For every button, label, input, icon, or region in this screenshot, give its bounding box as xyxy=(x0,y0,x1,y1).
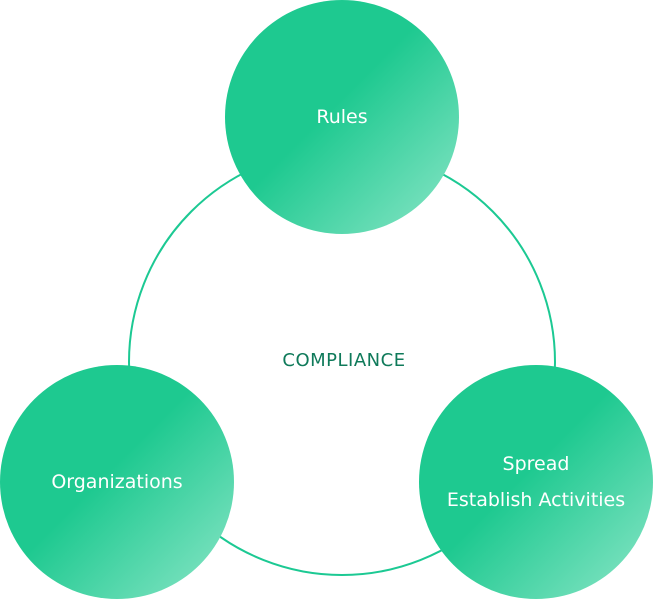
spread-node: Spread Establish Activities xyxy=(419,365,653,599)
rules-label: Rules xyxy=(316,106,368,128)
organizations-label: Organizations xyxy=(51,471,183,493)
center-label: COMPLIANCE xyxy=(282,350,406,371)
rules-node: Rules xyxy=(225,0,459,234)
spread-label: Spread xyxy=(502,453,570,475)
organizations-node: Organizations xyxy=(0,365,234,599)
establish-activities-label: Establish Activities xyxy=(446,489,626,511)
